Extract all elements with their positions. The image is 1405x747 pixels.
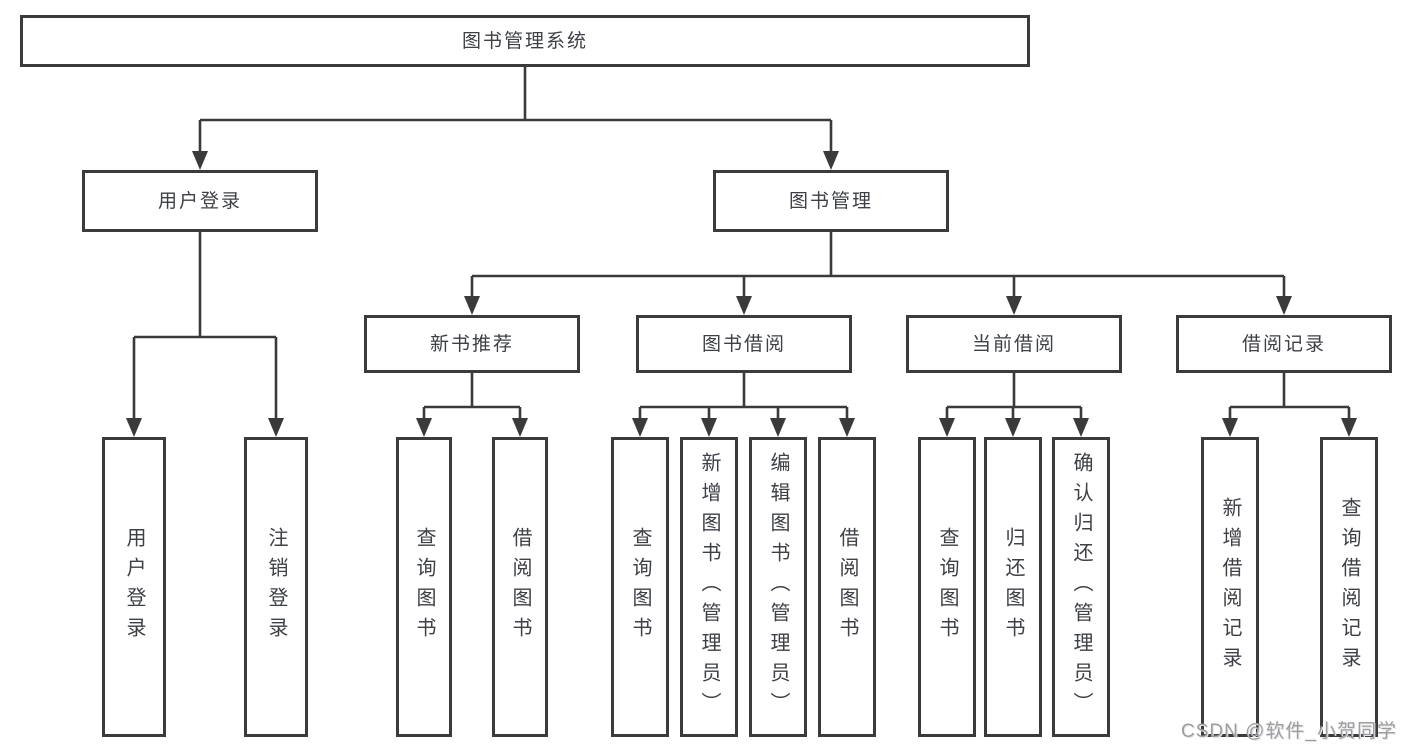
- arrowhead-icon: [464, 296, 480, 315]
- connector-new-book-recommend: [422, 373, 522, 420]
- node-leaf-confirm-return: 确认归还（管理员）: [1052, 437, 1110, 737]
- node-leaf-return-books: 归还图书: [984, 437, 1042, 737]
- node-borrowing-records: 借阅记录: [1176, 315, 1392, 373]
- arrowhead-icon: [770, 418, 786, 437]
- arrowhead-icon: [192, 151, 208, 170]
- watermark: CSDN @软件_小贺同学: [1181, 721, 1397, 742]
- arrowhead-icon: [1276, 296, 1292, 315]
- connector-book-management-module: [470, 232, 1286, 298]
- node-book-borrowing: 图书借阅: [636, 315, 852, 373]
- arrowhead-icon: [1341, 418, 1357, 437]
- arrowhead-icon: [1073, 418, 1089, 437]
- node-leaf-logout: 注销登录: [244, 437, 308, 737]
- node-leaf-edit-books-admin: 编辑图书（管理员）: [749, 437, 807, 737]
- arrowhead-icon: [632, 418, 648, 437]
- connector-current-borrowing: [945, 373, 1083, 420]
- arrowhead-icon: [512, 418, 528, 437]
- connector-borrowing-records: [1228, 373, 1351, 420]
- arrowhead-icon: [701, 418, 717, 437]
- arrowhead-icon: [1005, 418, 1021, 437]
- node-leaf-borrow-books-b: 借阅图书: [818, 437, 876, 737]
- node-leaf-borrow-books-a: 借阅图书: [492, 437, 548, 737]
- arrowhead-icon: [823, 151, 839, 170]
- arrowhead-icon: [126, 418, 142, 437]
- connector-book-borrowing: [638, 373, 849, 420]
- arrowhead-icon: [839, 418, 855, 437]
- node-new-book-recommend: 新书推荐: [364, 315, 580, 373]
- node-leaf-user-login: 用户登录: [102, 437, 166, 737]
- node-leaf-add-borrow-record: 新增借阅记录: [1201, 437, 1259, 737]
- arrowhead-icon: [736, 296, 752, 315]
- node-book-management-module: 图书管理: [713, 170, 949, 232]
- node-current-borrowing: 当前借阅: [906, 315, 1122, 373]
- arrowhead-icon: [939, 418, 955, 437]
- arrowhead-icon: [416, 418, 432, 437]
- node-leaf-query-books-c: 查询图书: [918, 437, 976, 737]
- node-user-login-module: 用户登录: [82, 170, 318, 232]
- arrowhead-icon: [1222, 418, 1238, 437]
- arrowhead-icon: [268, 418, 284, 437]
- connector-root-system: [198, 67, 833, 153]
- node-root-system: 图书管理系统: [20, 15, 1030, 67]
- node-leaf-query-books-a: 查询图书: [396, 437, 452, 737]
- node-leaf-add-books-admin: 新增图书（管理员）: [680, 437, 738, 737]
- node-leaf-query-books-b: 查询图书: [611, 437, 669, 737]
- node-leaf-query-borrow-record: 查询借阅记录: [1320, 437, 1378, 737]
- connector-user-login-module: [132, 232, 278, 420]
- arrowhead-icon: [1006, 296, 1022, 315]
